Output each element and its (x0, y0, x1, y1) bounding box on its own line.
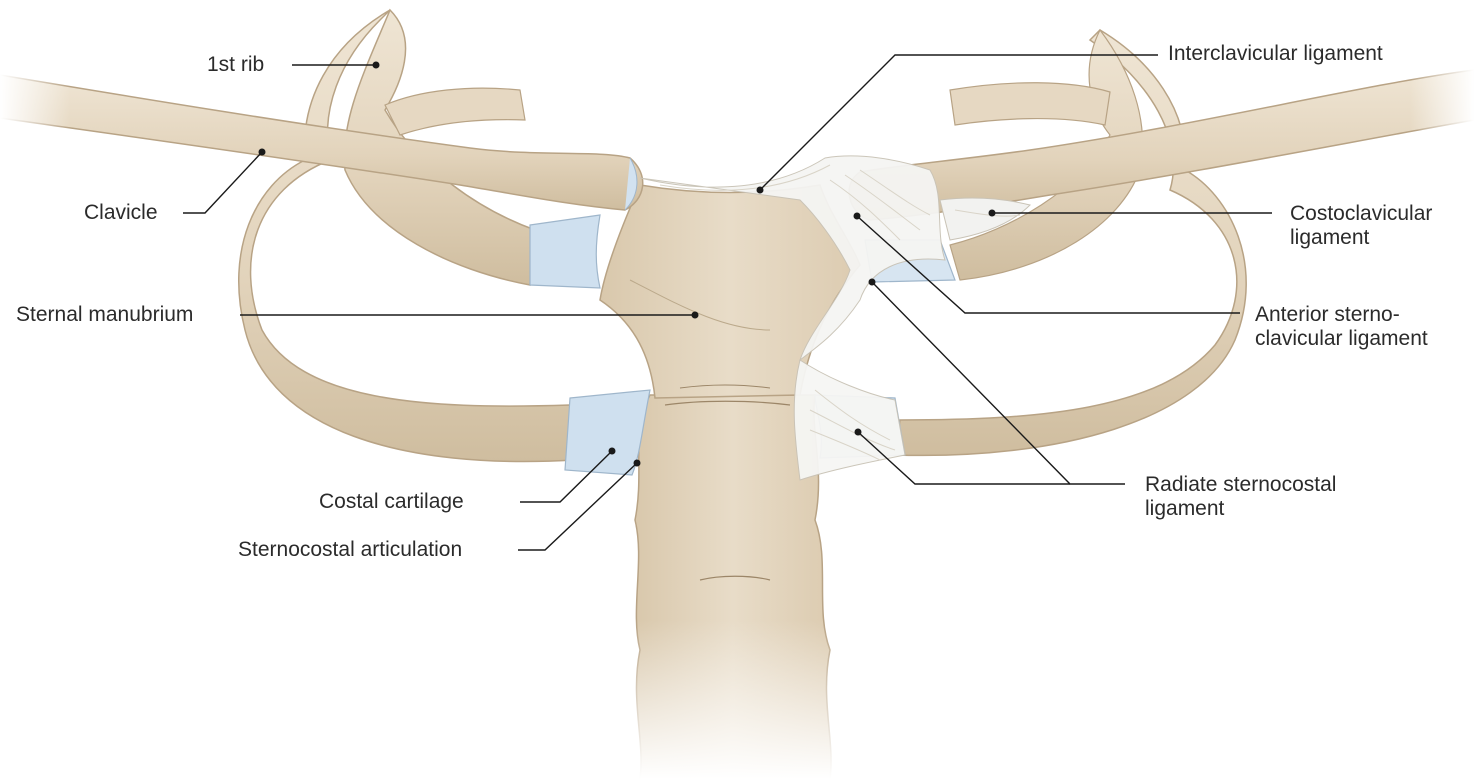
leader-anterior-sternoclavicular (856, 215, 1240, 314)
label-sternocostal-articulation: Sternocostal articulation (238, 538, 463, 561)
label-interclavicular-ligament: Interclavicular ligament (1168, 42, 1383, 65)
leader-dots (258, 61, 996, 467)
leader-clavicle (183, 151, 263, 214)
sternum-body (630, 394, 850, 780)
label-costoclavicular-ligament-line2: ligament (1290, 226, 1370, 249)
label-radiate-sternocostal-line2: ligament (1145, 497, 1225, 520)
clavicle-left (0, 60, 644, 211)
second-costal-cartilage-left (564, 389, 651, 476)
leader-interclavicular (759, 54, 1158, 191)
label-sternal-manubrium: Sternal manubrium (16, 303, 194, 326)
leader-radiate-2 (857, 431, 1070, 485)
label-clavicle: Clavicle (84, 201, 158, 224)
leader-sternocostal-articulation (518, 462, 638, 551)
label-anterior-sternoclavicular-line1: Anterior sterno- (1255, 303, 1400, 326)
label-costoclavicular-ligament-line1: Costoclavicular (1290, 202, 1433, 225)
label-first-rib: 1st rib (207, 53, 265, 76)
label-costal-cartilage: Costal cartilage (319, 490, 464, 513)
first-rib-left (238, 8, 576, 463)
label-radiate-sternocostal-line1: Radiate sternocostal (1145, 473, 1337, 496)
leader-costal-cartilage (520, 450, 613, 503)
first-costal-cartilage-left (529, 214, 601, 289)
first-rib-right (894, 28, 1247, 457)
label-anterior-sternoclavicular-line2: clavicular ligament (1255, 327, 1428, 350)
leader-lines (183, 54, 1272, 551)
clavicle-right (848, 60, 1474, 221)
